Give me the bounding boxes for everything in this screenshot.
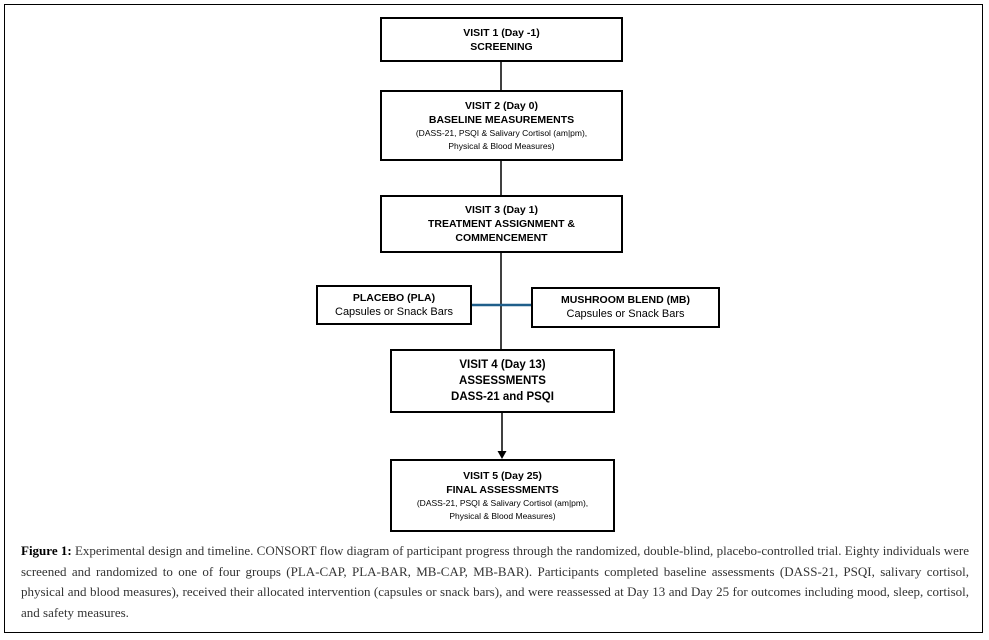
- visit-3-label-2: COMMENCEMENT: [455, 232, 548, 244]
- visit-2-box: VISIT 2 (Day 0) BASELINE MEASUREMENTS (D…: [380, 90, 623, 161]
- visit-2-label: BASELINE MEASUREMENTS: [428, 113, 575, 126]
- placebo-arm-subtitle: Capsules or Snack Bars: [335, 305, 453, 318]
- figure-caption-text: Experimental design and timeline. CONSOR…: [21, 543, 970, 620]
- mushroom-arm-box: MUSHROOM BLEND (MB) Capsules or Snack Ba…: [531, 287, 720, 328]
- placebo-arm-box: PLACEBO (PLA) Capsules or Snack Bars: [316, 285, 472, 325]
- placebo-arm-title: PLACEBO (PLA): [352, 291, 436, 304]
- visit-1-label: SCREENING: [470, 40, 533, 53]
- visit-3-label-1: TREATMENT ASSIGNMENT &: [428, 218, 575, 230]
- visit-5-box: VISIT 5 (Day 25) FINAL ASSESSMENTS (DASS…: [390, 459, 615, 532]
- figure-label: Figure 1:: [21, 543, 72, 558]
- mushroom-arm-title: MUSHROOM BLEND (MB): [561, 294, 690, 306]
- mushroom-arm-subtitle: Capsules or Snack Bars: [566, 308, 685, 320]
- visit-4-label-2: DASS-21 and PSQI: [451, 391, 554, 403]
- visit-4-label-1: ASSESSMENTS: [459, 375, 546, 387]
- visit-1-title: VISIT 1 (Day -1): [463, 26, 540, 39]
- visit-5-detail-2: Physical & Blood Measures): [449, 510, 556, 521]
- visit-3-title: VISIT 3 (Day 1): [465, 204, 538, 216]
- figure-caption: Figure 1: Experimental design and timeli…: [21, 541, 969, 623]
- visit-1-box: VISIT 1 (Day -1) SCREENING: [380, 17, 623, 62]
- arrowhead-v5: [497, 451, 507, 459]
- visit-2-title: VISIT 2 (Day 0): [465, 99, 538, 112]
- visit-4-title: VISIT 4 (Day 13): [459, 359, 546, 371]
- visit-5-label: FINAL ASSESSMENTS: [446, 483, 559, 496]
- visit-5-title: VISIT 5 (Day 25): [463, 469, 542, 482]
- visit-5-detail-1: (DASS-21, PSQI & Salivary Cortisol (am|p…: [416, 497, 589, 508]
- visit-4-box: VISIT 4 (Day 13) ASSESSMENTS DASS-21 and…: [390, 349, 615, 413]
- visit-2-detail-2: Physical & Blood Measures): [448, 140, 555, 151]
- visit-3-box: VISIT 3 (Day 1) TREATMENT ASSIGNMENT & C…: [380, 195, 623, 253]
- visit-2-detail-1: (DASS-21, PSQI & Salivary Cortisol (am|p…: [415, 127, 588, 138]
